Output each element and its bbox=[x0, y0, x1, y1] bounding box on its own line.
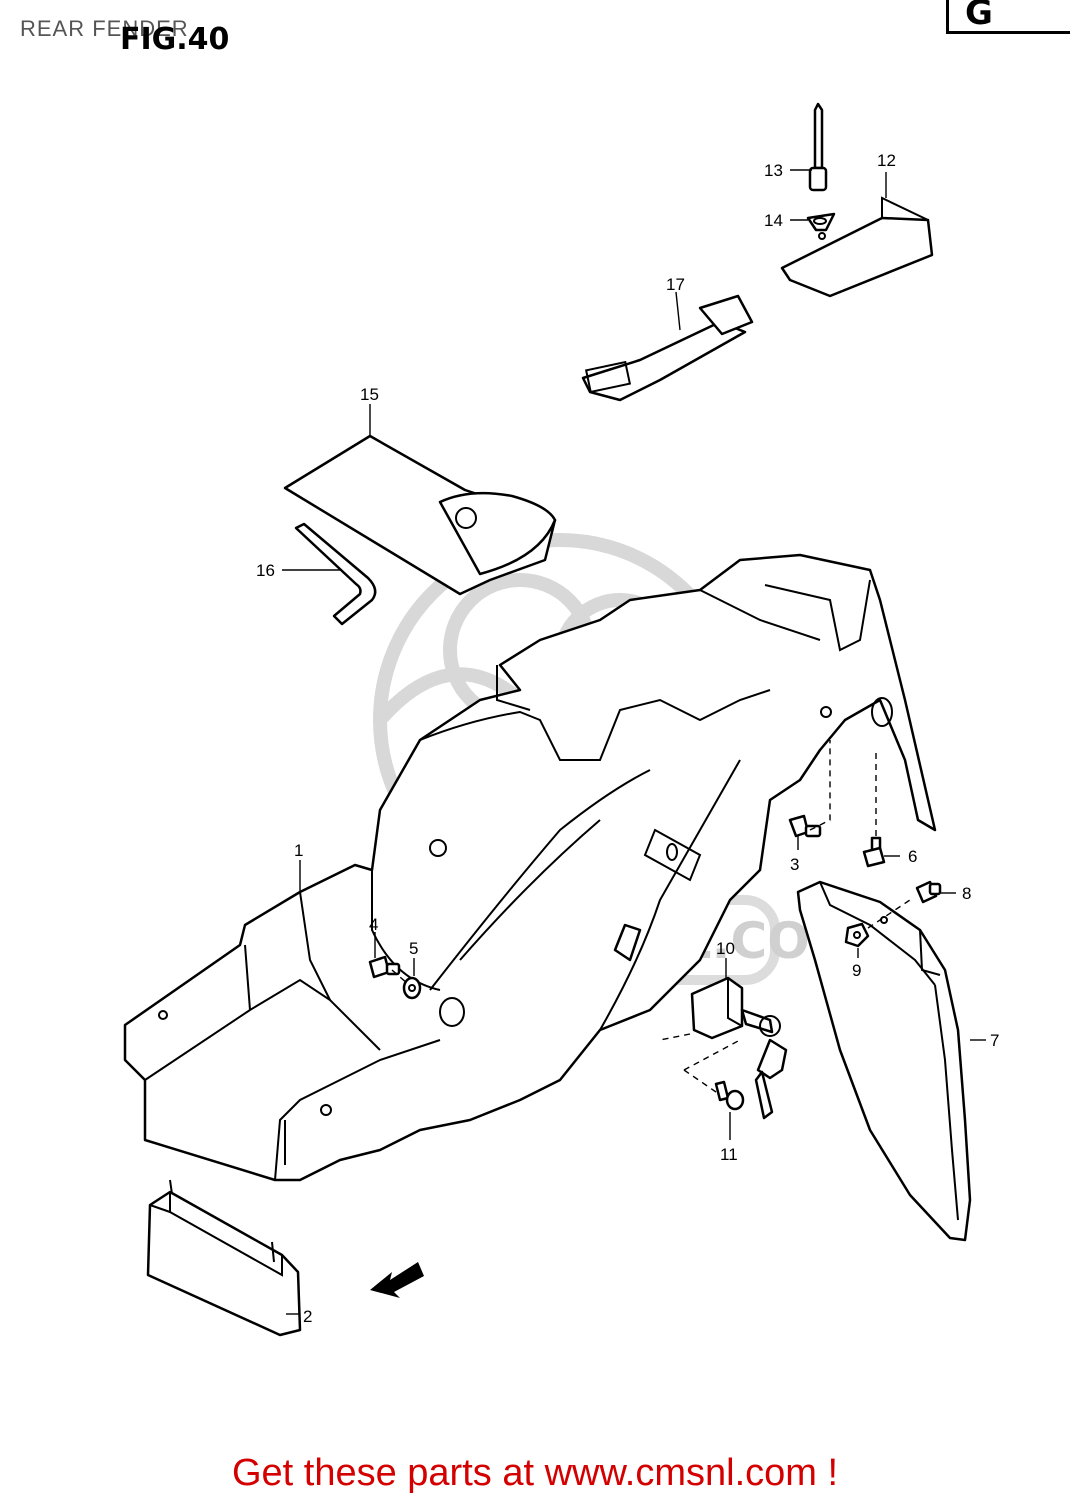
leader-lines bbox=[282, 169, 986, 1315]
front-direction-arrow bbox=[370, 1262, 424, 1298]
rear-fender-part-1 bbox=[123, 553, 937, 1182]
region-code-badge: G bbox=[946, 0, 1070, 34]
callout-10: 10 bbox=[716, 939, 735, 958]
callout-6: 6 bbox=[908, 847, 917, 866]
rod-part-16 bbox=[294, 522, 377, 626]
callout-15: 15 bbox=[360, 385, 379, 404]
callout-3: 3 bbox=[790, 855, 799, 874]
callout-17: 17 bbox=[666, 275, 685, 294]
callout-7: 7 bbox=[990, 1031, 999, 1050]
callout-12: 12 bbox=[877, 151, 896, 170]
figure-number: FIG.40 bbox=[120, 22, 230, 57]
cover-part-2 bbox=[146, 1179, 302, 1337]
bolt-part-8 bbox=[915, 880, 942, 904]
screw-part-11 bbox=[714, 1080, 745, 1111]
callout-5: 5 bbox=[409, 939, 418, 958]
callout-8: 8 bbox=[962, 884, 971, 903]
side-panel-part-7 bbox=[796, 880, 972, 1242]
callout-4: 4 bbox=[369, 915, 378, 934]
washer-part-14 bbox=[806, 212, 836, 232]
callout-16: 16 bbox=[256, 561, 275, 580]
strap-part-17 bbox=[581, 294, 754, 402]
callout-2: 2 bbox=[303, 1307, 312, 1326]
callout-1: 1 bbox=[294, 841, 303, 860]
bolt-part-4 bbox=[368, 955, 401, 979]
bracket-part-12 bbox=[780, 196, 934, 298]
nut-part-5 bbox=[402, 976, 422, 1000]
bolt-part-6 bbox=[862, 836, 886, 868]
lock-part-10 bbox=[690, 976, 788, 1120]
callout-14: 14 bbox=[764, 211, 783, 230]
cmsnl-parts-link[interactable]: Get these parts at www.cmsnl.com ! bbox=[231, 1452, 839, 1494]
bolt-part-3 bbox=[788, 814, 822, 838]
page-title: REAR FENDER bbox=[20, 16, 189, 41]
nut-part-9 bbox=[844, 922, 870, 948]
rivet-part-13 bbox=[808, 102, 828, 192]
sheet-part-15 bbox=[283, 434, 557, 596]
callout-13: 13 bbox=[764, 161, 783, 180]
callout-numbers: 1 2 3 4 5 6 7 8 9 10 11 12 13 14 15 16 1… bbox=[256, 151, 999, 1326]
callout-11: 11 bbox=[720, 1145, 738, 1164]
callout-9: 9 bbox=[852, 961, 861, 980]
